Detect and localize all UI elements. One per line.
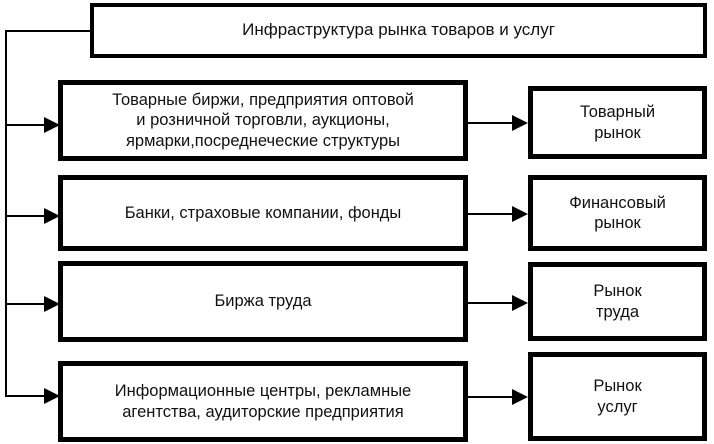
arrow-right-icon-spine-row-1: [44, 117, 60, 133]
market-box-row-1: Товарный рынок: [528, 86, 707, 159]
infrastructure-box-row-3: Биржа труда: [58, 261, 468, 342]
infrastructure-box-row-2: Банки, страховые компании, фонды: [58, 175, 468, 251]
connector-spine-to-row-2: [5, 215, 53, 217]
connector-root-to-spine: [5, 30, 92, 32]
infrastructure-label-row-4: Информационные центры, рекламные агентст…: [114, 382, 412, 421]
arrow-right-icon-spine-row-2: [44, 208, 60, 224]
arrow-right-icon-market-2: [512, 206, 528, 222]
connector-row-1-to-market-1: [468, 122, 518, 124]
infrastructure-label-row-3: Биржа труда: [214, 292, 312, 311]
connector-spine-to-row-3: [5, 303, 53, 305]
market-box-row-2: Финансовый рынок: [528, 175, 707, 251]
connector-spine-to-row-1: [5, 124, 53, 126]
arrow-right-icon-market-3: [512, 295, 528, 311]
connector-row-4-to-market-4: [468, 396, 518, 398]
arrow-right-icon-spine-row-3: [44, 296, 60, 312]
root-box-label: Инфраструктура рынка товаров и услуг: [242, 20, 555, 40]
market-label-row-1: Товарный рынок: [579, 103, 656, 142]
market-box-row-3: Рынок труда: [528, 262, 707, 341]
arrow-right-icon-spine-row-4: [44, 388, 60, 404]
infrastructure-label-row-2: Банки, страховые компании, фонды: [124, 203, 402, 222]
market-box-row-4: Рынок услуг: [528, 352, 707, 441]
connector-vertical-spine: [5, 30, 7, 396]
infrastructure-box-row-1: Товарные биржи, предприятия оптовой и ро…: [58, 80, 468, 161]
connector-row-2-to-market-2: [468, 213, 518, 215]
infrastructure-label-row-1: Товарные биржи, предприятия оптовой и ро…: [112, 91, 414, 150]
arrow-right-icon-market-1: [512, 115, 528, 131]
connector-row-3-to-market-3: [468, 302, 518, 304]
root-box-infrastructure: Инфраструктура рынка товаров и услуг: [90, 3, 707, 58]
arrow-right-icon-market-4: [512, 389, 528, 405]
infrastructure-box-row-4: Информационные центры, рекламные агентст…: [58, 361, 468, 442]
market-label-row-4: Рынок услуг: [593, 377, 642, 416]
market-label-row-2: Финансовый рынок: [569, 193, 666, 232]
connector-spine-to-row-4: [5, 395, 53, 397]
market-label-row-3: Рынок труда: [593, 282, 642, 321]
